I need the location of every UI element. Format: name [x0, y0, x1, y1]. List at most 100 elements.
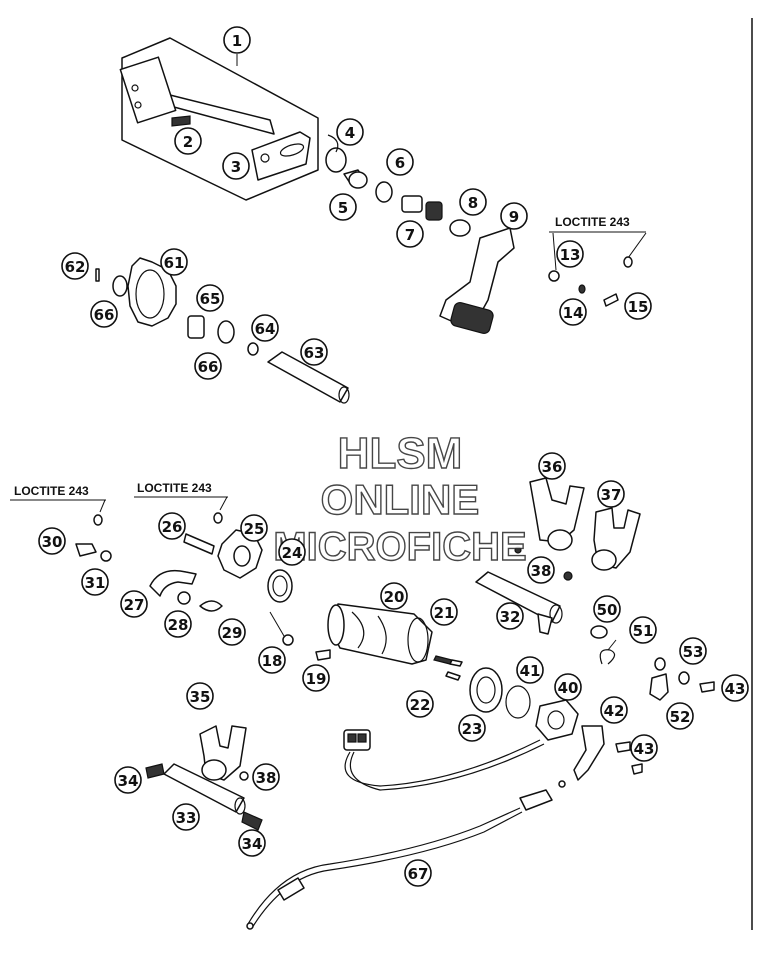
callout-number: 40	[558, 679, 579, 697]
callout-circle	[300, 338, 328, 366]
callout-34: 34	[114, 766, 142, 794]
gear-group	[95, 257, 350, 404]
shift-shaft-group	[119, 37, 319, 201]
callout-circle	[629, 616, 657, 644]
callout-circle	[679, 637, 707, 665]
callout-35: 35	[186, 682, 214, 710]
callout-number: 31	[85, 574, 106, 592]
callout-number: 52	[670, 708, 691, 726]
callout-circle	[500, 202, 528, 230]
callout-number: 5	[338, 199, 348, 217]
callout-circle	[251, 314, 279, 342]
callout-30: 30	[38, 527, 66, 555]
callout-number: 51	[633, 622, 654, 640]
callout-number: 63	[304, 344, 325, 362]
callout-4: 4	[336, 118, 364, 146]
callout-number: 7	[405, 226, 415, 244]
callout-number: 25	[244, 520, 265, 538]
callout-number: 50	[597, 601, 618, 619]
callout-number: 65	[200, 290, 221, 308]
callout-number: 37	[601, 486, 622, 504]
callout-circle	[238, 829, 266, 857]
callout-circle	[459, 188, 487, 216]
callout-number: 36	[542, 458, 563, 476]
loctite-note-left: LOCTITE 243	[10, 484, 112, 562]
callout-number: 33	[176, 809, 197, 827]
callout-43: 43	[630, 734, 658, 762]
callout-circle	[666, 702, 694, 730]
callout-31: 31	[81, 568, 109, 596]
right-small-parts	[535, 639, 715, 781]
callout-number: 62	[65, 258, 86, 276]
callout-circle	[527, 556, 555, 584]
callout-circle	[38, 527, 66, 555]
callout-number: 66	[94, 306, 115, 324]
callout-number: 43	[725, 680, 746, 698]
callout-8: 8	[459, 188, 487, 216]
callout-circle	[597, 480, 625, 508]
callout-27: 27	[120, 590, 148, 618]
callout-5: 5	[329, 193, 357, 221]
callout-number: 38	[531, 562, 552, 580]
callout-circle	[559, 298, 587, 326]
callout-62: 62	[61, 252, 89, 280]
loctite-label-left: LOCTITE 243	[14, 484, 89, 498]
callout-number: 24	[282, 544, 303, 562]
callout-66: 66	[90, 300, 118, 328]
watermark-line-1: HLSM	[338, 429, 463, 478]
callout-number: 4	[345, 124, 355, 142]
callout-number: 15	[628, 298, 649, 316]
callout-number: 22	[410, 696, 431, 714]
callout-25: 25	[240, 514, 268, 542]
cable-67	[246, 780, 566, 930]
callout-number: 28	[168, 616, 189, 634]
callout-number: 34	[118, 772, 139, 790]
callout-circle	[329, 193, 357, 221]
callout-20: 20	[380, 582, 408, 610]
callout-36: 36	[538, 452, 566, 480]
callout-43: 43	[721, 674, 749, 702]
sensor-wiring	[343, 729, 545, 791]
callout-circle	[218, 618, 246, 646]
callout-66: 66	[194, 352, 222, 380]
callout-number: 30	[42, 533, 63, 551]
watermark: HLSM ONLINE MICROFICHE	[273, 428, 528, 569]
callout-circle	[258, 646, 286, 674]
shift-fork-lower	[145, 725, 263, 831]
callout-circle	[396, 220, 424, 248]
callout-number: 53	[683, 643, 704, 661]
callout-circle	[240, 514, 268, 542]
callout-circle	[160, 248, 188, 276]
callout-53: 53	[679, 637, 707, 665]
callout-circle	[516, 656, 544, 684]
callout-number: 42	[604, 702, 625, 720]
callout-number: 3	[231, 158, 241, 176]
callout-40: 40	[554, 673, 582, 701]
callout-67: 67	[404, 859, 432, 887]
callout-circle	[302, 664, 330, 692]
callout-2: 2	[174, 127, 202, 155]
loctite-note-upper: LOCTITE 243	[548, 215, 647, 307]
callout-circle	[61, 252, 89, 280]
callout-number: 38	[256, 769, 277, 787]
callout-circle	[90, 300, 118, 328]
callout-52: 52	[666, 702, 694, 730]
callout-circle	[120, 590, 148, 618]
callout-number: 34	[242, 835, 263, 853]
callout-circle	[458, 714, 486, 742]
callout-number: 2	[183, 133, 193, 151]
callout-circle	[624, 292, 652, 320]
callout-circle	[721, 674, 749, 702]
callout-circle	[223, 26, 251, 54]
callout-circle	[380, 582, 408, 610]
callout-number: 13	[560, 246, 581, 264]
callout-7: 7	[396, 220, 424, 248]
callout-29: 29	[218, 618, 246, 646]
callout-42: 42	[600, 696, 628, 724]
callout-50: 50	[593, 595, 621, 623]
callout-number: 32	[500, 608, 521, 626]
callout-circle	[430, 598, 458, 626]
callout-23: 23	[458, 714, 486, 742]
callout-circle	[538, 452, 566, 480]
callout-41: 41	[516, 656, 544, 684]
